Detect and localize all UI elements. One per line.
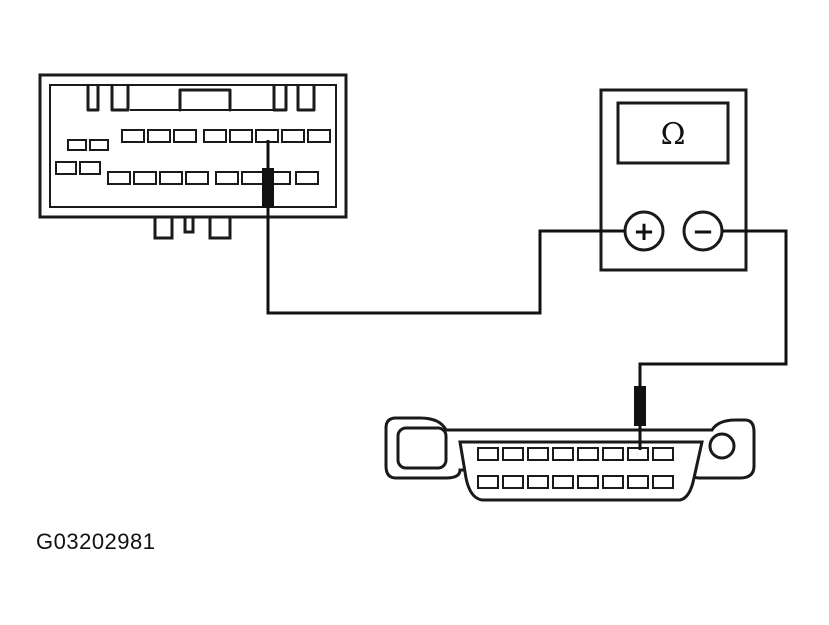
pin: [229, 129, 253, 143]
pin: [215, 171, 239, 185]
pin: [147, 129, 171, 143]
pin: [121, 129, 145, 143]
connector-key-notches: [86, 84, 316, 112]
connector-inner-outline: [49, 84, 337, 208]
pin: [627, 475, 649, 489]
pin: [203, 129, 227, 143]
multimeter: [599, 88, 748, 272]
positive-probe-tip: [262, 168, 274, 208]
pin: [281, 129, 305, 143]
connector-tab: [208, 215, 232, 240]
pin: [502, 447, 524, 461]
pin: [552, 475, 574, 489]
pin: [602, 447, 624, 461]
pin: [295, 171, 319, 185]
pin: [159, 171, 183, 185]
ohm-symbol: Ω: [661, 117, 686, 152]
pin: [67, 139, 87, 151]
pin: [307, 129, 331, 143]
pin: [577, 475, 599, 489]
pin: [241, 171, 265, 185]
pin: [185, 171, 209, 185]
pin: [477, 475, 499, 489]
pin: [627, 447, 649, 461]
diagnostic-connector: [384, 416, 756, 502]
plus-symbol: +: [633, 217, 655, 247]
negative-probe-tip: [634, 386, 646, 426]
pin: [89, 139, 109, 151]
connector-pin-row-top: [121, 129, 331, 143]
pin: [602, 475, 624, 489]
pin: [79, 161, 101, 175]
multimeter-display: [616, 101, 730, 165]
dlc-pin-row-top: [477, 447, 674, 461]
pin: [652, 447, 674, 461]
minus-symbol: −: [692, 217, 714, 247]
dlc-mounting-hole: [708, 432, 736, 460]
pin: [502, 475, 524, 489]
connector-tab: [153, 215, 174, 240]
pin: [107, 171, 131, 185]
pin: [652, 475, 674, 489]
test-leads: [262, 140, 788, 450]
figure-id-label: G03202981: [36, 529, 156, 554]
positive-test-lead: [266, 140, 625, 315]
connector-tab: [183, 215, 195, 234]
pin: [552, 447, 574, 461]
pin: [173, 129, 197, 143]
pin: [527, 447, 549, 461]
pin: [527, 475, 549, 489]
dlc-pin-row-bottom: [477, 475, 674, 489]
pin: [133, 171, 157, 185]
pin: [477, 447, 499, 461]
pin: [577, 447, 599, 461]
module-connector: [38, 73, 348, 240]
pin: [55, 161, 77, 175]
dlc-mounting-slot: [396, 426, 448, 470]
